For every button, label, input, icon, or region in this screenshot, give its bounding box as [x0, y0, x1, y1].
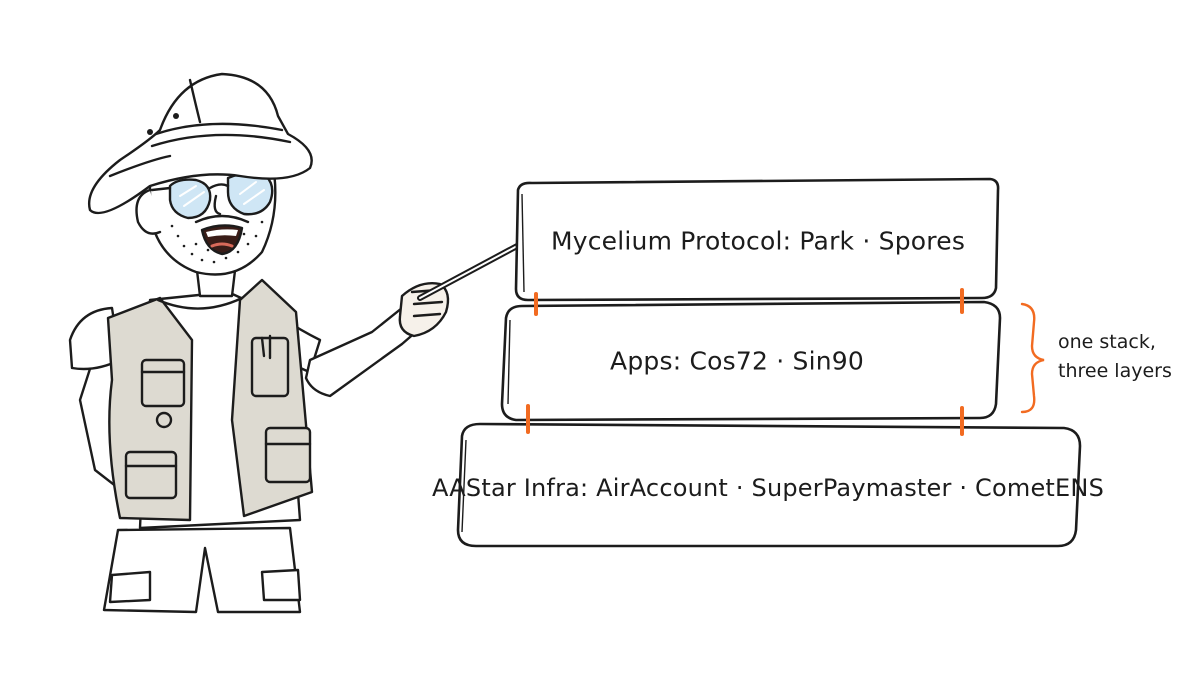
layer-label-protocol: Mycelium Protocol: Park · Spores: [551, 227, 965, 256]
stack-annotation: one stack, three layers: [1058, 328, 1172, 386]
curly-brace: [1022, 304, 1044, 412]
annotation-line-2: three layers: [1058, 357, 1172, 386]
annotation-line-1: one stack,: [1058, 328, 1172, 357]
layer-label-infra: AAStar Infra: AirAccount · SuperPaymaste…: [432, 474, 1104, 502]
presenter-illustration: [70, 74, 448, 612]
layer-label-apps: Apps: Cos72 · Sin90: [610, 347, 864, 376]
